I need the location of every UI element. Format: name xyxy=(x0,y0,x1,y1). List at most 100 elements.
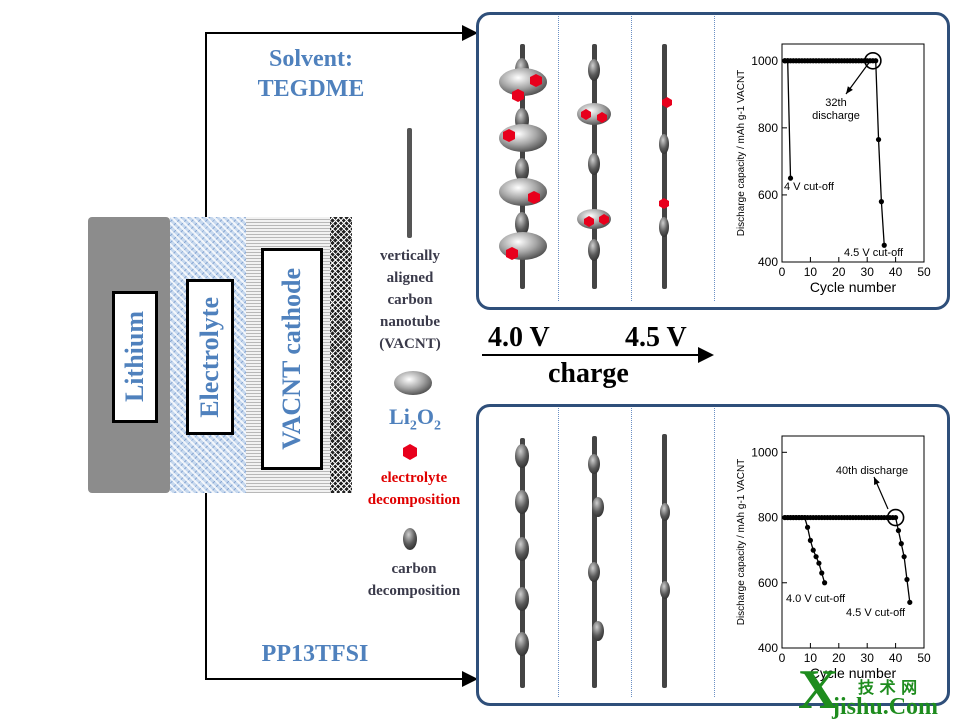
y-tick-label: 600 xyxy=(758,188,778,202)
arrow-top-icon xyxy=(462,25,478,41)
stage-separator xyxy=(631,16,632,301)
y-tick-label: 800 xyxy=(758,121,778,135)
x-tick-label: 0 xyxy=(779,651,786,665)
y-tick-label: 400 xyxy=(758,641,778,655)
x-tick-label: 40 xyxy=(889,265,903,279)
legend-carbon-text: carbon decomposition xyxy=(352,558,476,602)
solvent-line1: Solvent: xyxy=(269,46,353,72)
tegdme-nanotubes xyxy=(499,44,672,289)
y-tick-label: 600 xyxy=(758,576,778,590)
charge-arrow-icon xyxy=(698,347,714,363)
li2o2-li: Li xyxy=(389,404,410,429)
data-point xyxy=(787,175,794,181)
data-point xyxy=(813,554,819,560)
carbon-decomposition-icon xyxy=(403,528,417,550)
watermark-letter: X xyxy=(798,659,839,721)
connector-bottom xyxy=(205,678,463,680)
data-point xyxy=(901,554,907,560)
x-axis-label: Cycle number xyxy=(810,665,897,681)
legend-vacnt-line: (VACNT) xyxy=(379,336,441,352)
x-tick-label: 50 xyxy=(917,651,931,665)
stage-separator xyxy=(714,16,715,301)
annotation-label: discharge xyxy=(812,110,860,122)
y-tick-label: 1000 xyxy=(751,445,778,459)
solvent-label: Solvent: TEGDME xyxy=(246,44,376,104)
watermark-bottom: jishu.Com xyxy=(832,694,939,720)
stage-separator xyxy=(714,408,715,697)
watermark-top: 技 术 网 xyxy=(858,678,918,697)
connector-top xyxy=(205,32,463,34)
y-tick-label: 400 xyxy=(758,255,778,269)
stage-separator xyxy=(558,408,559,697)
annotation-arrowhead xyxy=(846,86,853,94)
solvent-line2: TEGDME xyxy=(257,76,365,102)
data-point xyxy=(881,242,887,248)
x-tick-label: 50 xyxy=(917,265,931,279)
cathode-label: VACNT cathode xyxy=(277,268,306,450)
x-tick-label: 10 xyxy=(804,651,818,665)
legend-vacnt-line: vertically xyxy=(380,248,440,264)
v45-label: 4.5 V xyxy=(625,322,687,353)
current-collector xyxy=(330,217,352,493)
plot-area xyxy=(781,43,925,263)
y-axis-label: Discharge capacity / mAh g-1 VACNT xyxy=(736,70,747,237)
legend-vacnt-line: carbon xyxy=(387,292,433,308)
data-point xyxy=(873,58,879,64)
legend-vacnt-line: nanotube xyxy=(379,314,441,330)
lithium-label: Lithium xyxy=(120,311,149,403)
li2o2-label: Li2O2 xyxy=(375,404,455,434)
stage-separator xyxy=(558,16,559,301)
arrow-bottom-icon xyxy=(462,671,478,687)
lithium-label-box: Lithium xyxy=(112,291,158,423)
charge-arrow-line xyxy=(482,354,700,356)
annotation-label: 4.5 V cut-off xyxy=(846,607,906,619)
x-tick-label: 40 xyxy=(889,651,903,665)
data-point xyxy=(875,136,882,143)
x-tick-label: 20 xyxy=(832,651,846,665)
electrolyte-label: Electrolyte xyxy=(195,296,224,418)
electrolyte-label-box: Electrolyte xyxy=(186,279,234,435)
data-point xyxy=(816,560,822,566)
annotation-label: 32th xyxy=(825,97,846,109)
li2o2-sub1: 2 xyxy=(409,418,417,434)
legend-electrolyte-line: electrolyte xyxy=(380,470,448,486)
x-tick-label: 30 xyxy=(861,651,875,665)
cathode-label-box: VACNT cathode xyxy=(261,248,323,470)
data-point xyxy=(907,599,913,605)
data-point xyxy=(804,524,811,530)
x-axis-label: Cycle number xyxy=(810,279,897,295)
x-tick-label: 30 xyxy=(861,265,875,279)
legend-vacnt-line: aligned xyxy=(386,270,434,286)
highlight-circle xyxy=(886,508,905,527)
y-tick-label: 1000 xyxy=(751,54,778,68)
data-point xyxy=(807,537,813,543)
legend-carbon-line: carbon xyxy=(391,561,437,577)
data-point xyxy=(822,580,828,586)
annotation-label: 4 V cut-off xyxy=(784,181,835,193)
stage-separator xyxy=(631,408,632,697)
annotation-label: 4.0 V cut-off xyxy=(786,593,846,605)
data-point xyxy=(878,199,884,205)
x-tick-label: 10 xyxy=(804,265,818,279)
li2o2-icon xyxy=(394,371,432,395)
y-axis-label: Discharge capacity / mAh g-1 VACNT xyxy=(736,459,747,626)
data-point xyxy=(895,527,902,534)
legend-vacnt-text: vertically aligned carbon nanotube (VACN… xyxy=(360,245,460,355)
annotation-label: 40th discharge xyxy=(836,465,908,477)
li2o2-o: O xyxy=(416,404,434,429)
v40-label: 4.0 V xyxy=(488,322,550,353)
x-tick-label: 0 xyxy=(779,265,786,279)
legend-carbon-line: decomposition xyxy=(367,583,461,599)
li2o2-sub2: 2 xyxy=(433,418,441,434)
data-point xyxy=(904,576,910,583)
y-tick-label: 800 xyxy=(758,511,778,525)
highlight-circle xyxy=(864,51,882,70)
data-point xyxy=(898,541,904,547)
pp13tfsi-nanotubes xyxy=(515,434,670,688)
pp13-label: PP13TFSI xyxy=(261,641,369,667)
x-tick-label: 20 xyxy=(832,265,846,279)
legend-electrolyte-line: decomposition xyxy=(367,492,461,508)
data-point xyxy=(893,514,899,521)
